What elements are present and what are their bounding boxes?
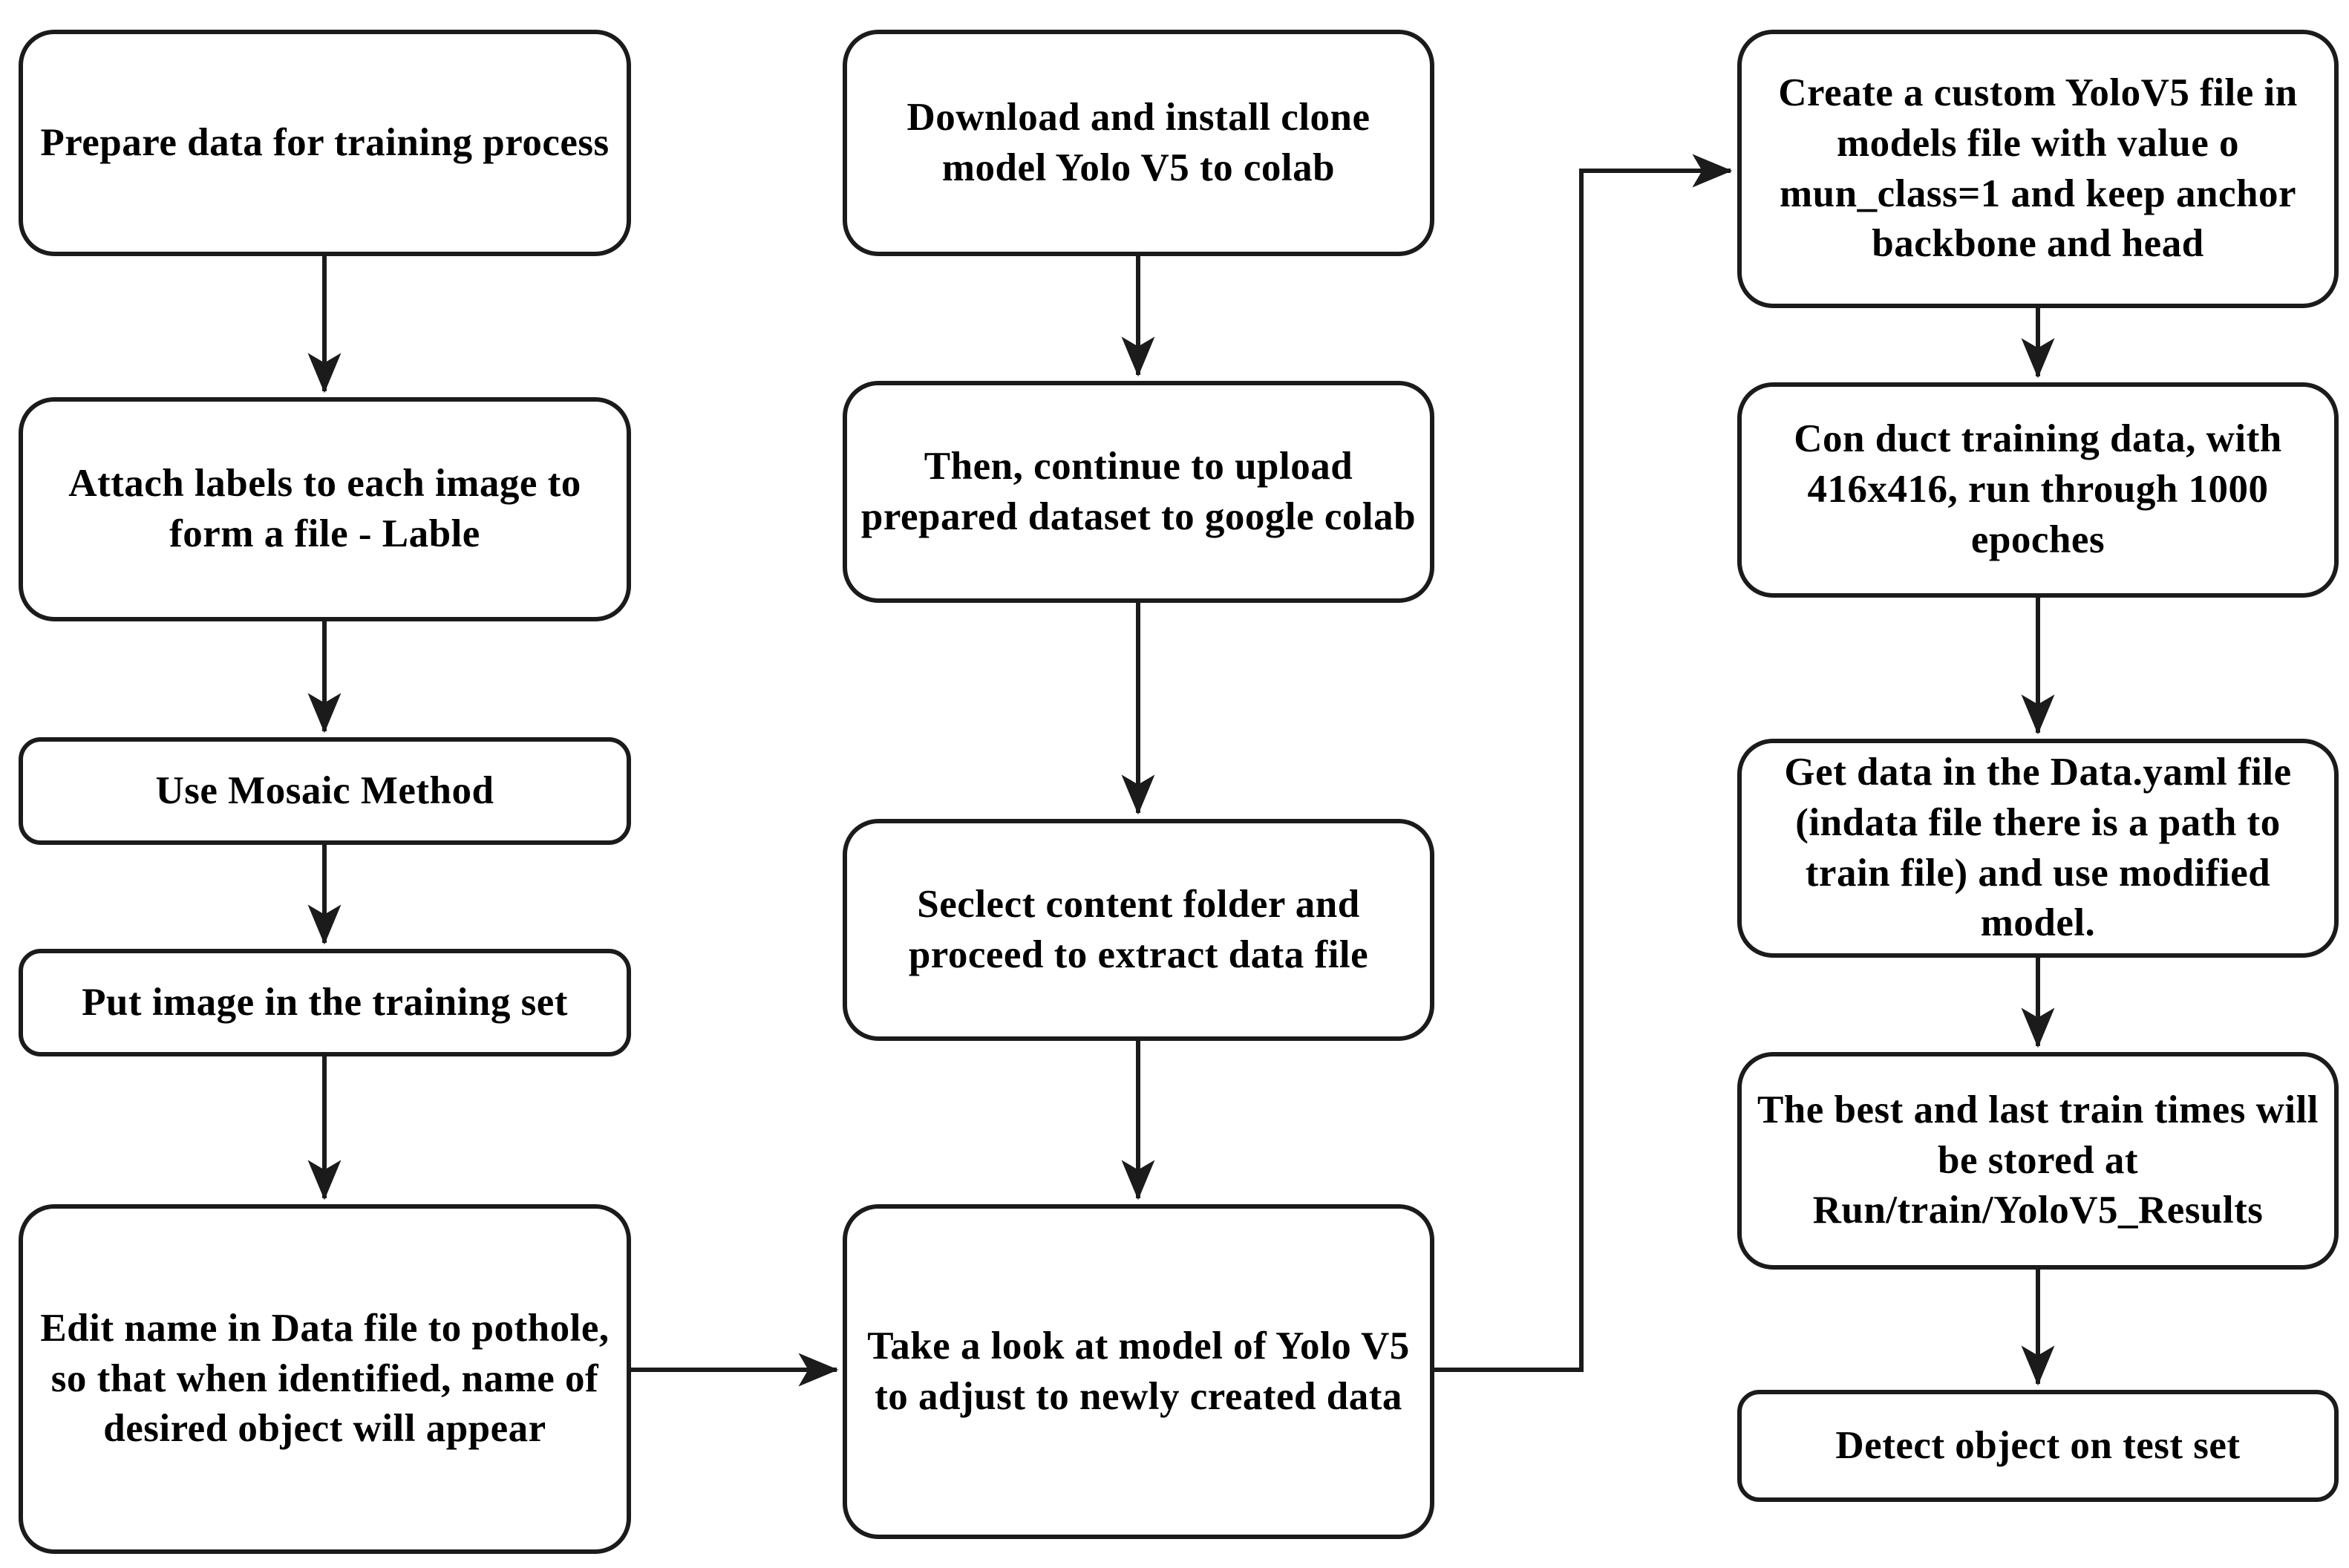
node-get-data-yaml: Get data in the Data.yaml file (indata f… xyxy=(1737,739,2339,958)
node-label: Attach labels to each image to form a fi… xyxy=(68,462,581,555)
node-conduct-training-data: Con duct training data, with 416x416, ru… xyxy=(1737,382,2339,598)
node-look-at-yolov5-model: Take a look at model of Yolo V5 to adjus… xyxy=(843,1204,1434,1539)
arrow-m4-r1 xyxy=(1434,154,1733,1372)
node-label: Then, continue to upload prepared datase… xyxy=(860,444,1417,538)
node-attach-labels: Attach labels to each image to form a fi… xyxy=(19,397,631,621)
node-upload-dataset-colab: Then, continue to upload prepared datase… xyxy=(843,381,1434,603)
node-prepare-data: Prepare data for training process xyxy=(19,30,631,256)
node-label: Create a custom YoloV5 file in models fi… xyxy=(1778,71,2298,266)
node-label: Put image in the training set xyxy=(82,980,568,1024)
node-put-image-training-set: Put image in the training set xyxy=(19,949,631,1056)
node-select-content-folder: Seclect content folder and proceed to ex… xyxy=(843,819,1434,1041)
node-edit-name-data-file: Edit name in Data file to pothole, so th… xyxy=(19,1204,631,1554)
node-create-custom-yolov5-file: Create a custom YoloV5 file in models fi… xyxy=(1737,30,2339,308)
node-label: Get data in the Data.yaml file (indata f… xyxy=(1784,750,2292,945)
node-mosaic-method: Use Mosaic Method xyxy=(19,737,631,845)
node-label: The best and last train times will be st… xyxy=(1757,1088,2319,1232)
node-label: Use Mosaic Method xyxy=(155,768,494,812)
node-label: Download and install clone model Yolo V5… xyxy=(906,95,1370,189)
node-detect-object-test-set: Detect object on test set xyxy=(1737,1390,2339,1502)
node-label: Seclect content folder and proceed to ex… xyxy=(908,882,1369,976)
node-label: Con duct training data, with 416x416, ru… xyxy=(1794,417,2282,561)
node-download-clone-yolov5: Download and install clone model Yolo V5… xyxy=(843,30,1434,256)
node-best-last-train-results: The best and last train times will be st… xyxy=(1737,1052,2339,1270)
node-label: Take a look at model of Yolo V5 to adjus… xyxy=(867,1324,1410,1418)
node-label: Prepare data for training process xyxy=(40,120,610,164)
node-label: Detect object on test set xyxy=(1835,1423,2241,1467)
node-label: Edit name in Data file to pothole, so th… xyxy=(40,1306,610,1451)
